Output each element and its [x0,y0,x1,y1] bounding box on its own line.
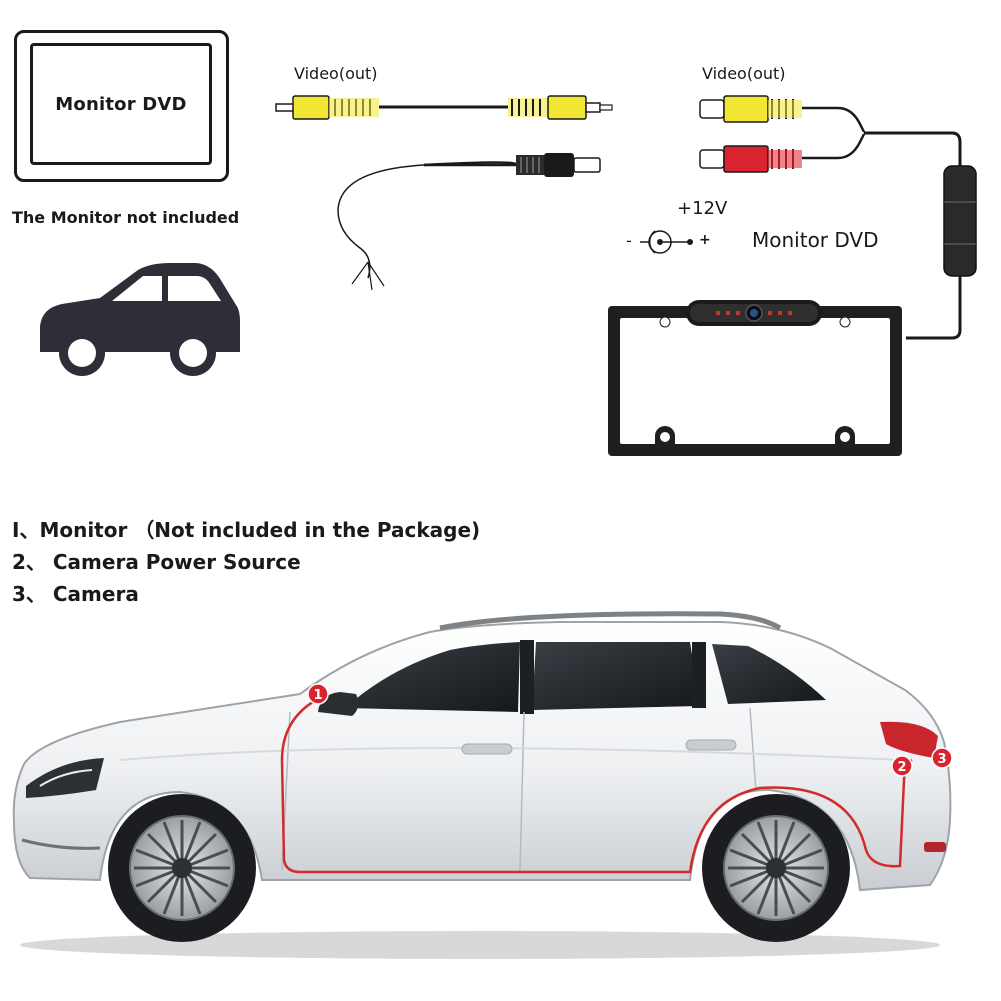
power-12v-label: +12V [677,198,728,219]
legend-item-monitor: I、Monitor （Not included in the Package) [12,518,481,542]
left-rca-cable [275,95,613,291]
monitor-title: Monitor DVD [55,93,187,115]
polarity-plus: + [699,232,711,248]
license-plate-camera [608,300,902,456]
polarity-minus: - [626,231,632,250]
monitor-not-included-note: The Monitor not included [12,208,240,227]
front-wheel [108,794,256,942]
right-monitor-dvd-label: Monitor DVD [752,228,879,252]
car-icon [40,263,240,376]
legend-item-camera: 3、 Camera [12,582,139,606]
car-side-view [12,611,952,959]
right-video-out-label: Video(out) [702,64,786,83]
right-rca-cable [640,95,977,340]
cable-route [280,698,913,874]
rear-wheel [702,794,850,942]
monitor-screen: Monitor DVD [30,43,212,165]
legend-item-power-source: 2、 Camera Power Source [12,550,301,574]
monitor-frame-outer [14,30,229,182]
left-video-out-label: Video(out) [294,64,378,83]
